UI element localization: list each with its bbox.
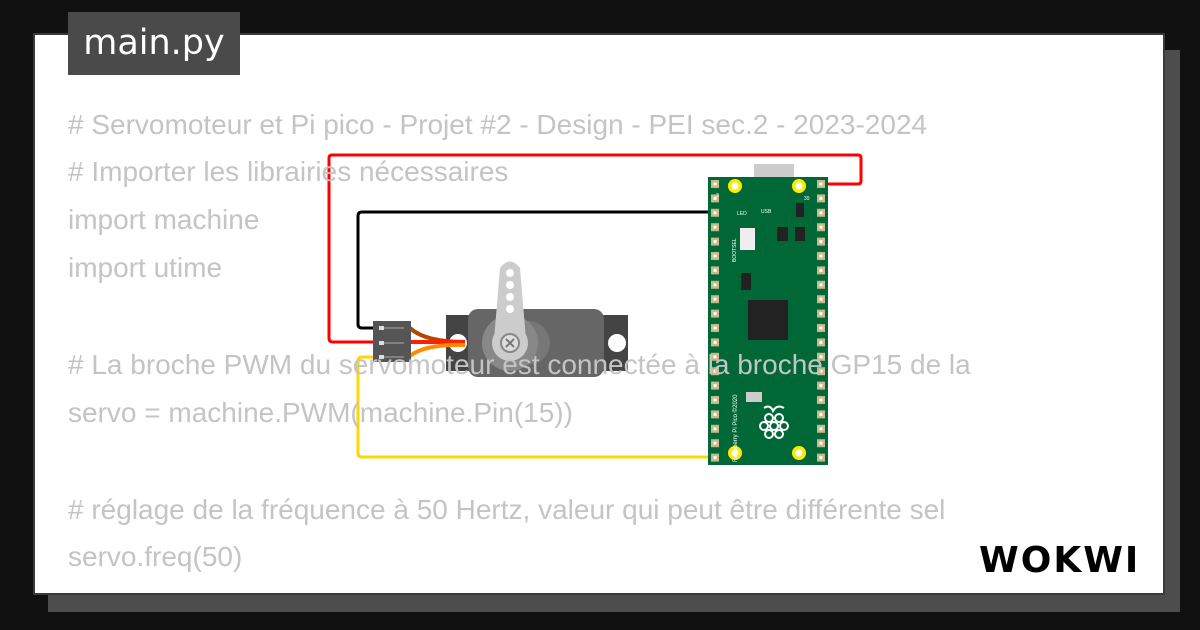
wire-signal — [356, 355, 718, 459]
header-pin-hole — [713, 369, 717, 373]
header-pin-hole — [713, 225, 717, 229]
header-pin-hole — [819, 225, 823, 229]
header-pin-hole — [819, 340, 823, 344]
header-pin-hole — [713, 211, 717, 215]
file-tab[interactable]: main.py — [68, 12, 240, 75]
wokwi-logo: WOKWI — [979, 540, 1140, 581]
board-label: Raspberry Pi Pico ©2020 — [732, 394, 739, 462]
header-pin-hole — [713, 456, 717, 460]
header-pin-hole — [713, 398, 717, 402]
header-pin-hole — [713, 182, 717, 186]
header-pin-hole — [819, 297, 823, 301]
code-line: # La broche PWM du servomoteur est conne… — [68, 349, 971, 380]
raspberry-pi-pico: LED USB 2 39 BOOTSEL Raspberry Pi Pico ©… — [708, 164, 828, 465]
header-pin-hole — [819, 283, 823, 287]
header-pin-hole — [713, 196, 717, 200]
pin-label: 39 — [804, 196, 810, 202]
header-pin-hole — [819, 427, 823, 431]
wire-power — [327, 153, 863, 344]
header-pin-hole — [819, 456, 823, 460]
led-label: LED — [737, 211, 747, 217]
usb-label: USB — [761, 209, 772, 215]
header-pin-hole — [713, 240, 717, 244]
header-pin-hole — [819, 268, 823, 272]
header-pin-hole — [819, 384, 823, 388]
header-pin-hole — [713, 412, 717, 416]
code-line: # Servomoteur et Pi pico - Projet #2 - D… — [68, 109, 928, 140]
header-pin-hole — [713, 441, 717, 445]
header-pin-hole — [713, 268, 717, 272]
pin-label: 2 — [716, 193, 719, 199]
header-pin-hole — [819, 441, 823, 445]
code-line: import machine — [68, 204, 260, 235]
wokwi-logo-text: WOKWI — [979, 540, 1140, 581]
bootsel-label: BOOTSEL — [732, 238, 738, 262]
header-pin-hole — [713, 297, 717, 301]
code-line: servo.freq(50) — [68, 541, 243, 572]
header-pin-hole — [713, 283, 717, 287]
header-pin-hole — [819, 398, 823, 402]
header-pin-hole — [713, 254, 717, 258]
servo-motor — [373, 261, 628, 377]
header-pin-hole — [819, 254, 823, 258]
header-pin-hole — [819, 196, 823, 200]
raspberry-logo-icon — [759, 405, 789, 439]
header-pin-hole — [713, 355, 717, 359]
header-pin-hole — [819, 312, 823, 316]
header-pin-hole — [713, 427, 717, 431]
header-pin-hole — [819, 369, 823, 373]
code-line: # réglage de la fréquence à 50 Hertz, va… — [68, 494, 946, 525]
header-pin-hole — [819, 182, 823, 186]
wire-ground — [356, 210, 718, 330]
code-line: # Importer les librairies nécessaires — [68, 156, 509, 187]
header-pin-hole — [819, 412, 823, 416]
header-pin-hole — [819, 355, 823, 359]
header-pin-hole — [713, 340, 717, 344]
header-pin-hole — [819, 240, 823, 244]
header-pin-hole — [819, 211, 823, 215]
code-line: servo = machine.PWM(machine.Pin(15)) — [68, 397, 573, 428]
header-pin-hole — [713, 326, 717, 330]
code-line: import utime — [68, 252, 223, 283]
header-pin-hole — [713, 384, 717, 388]
header-pin-hole — [713, 312, 717, 316]
header-pin-hole — [819, 326, 823, 330]
